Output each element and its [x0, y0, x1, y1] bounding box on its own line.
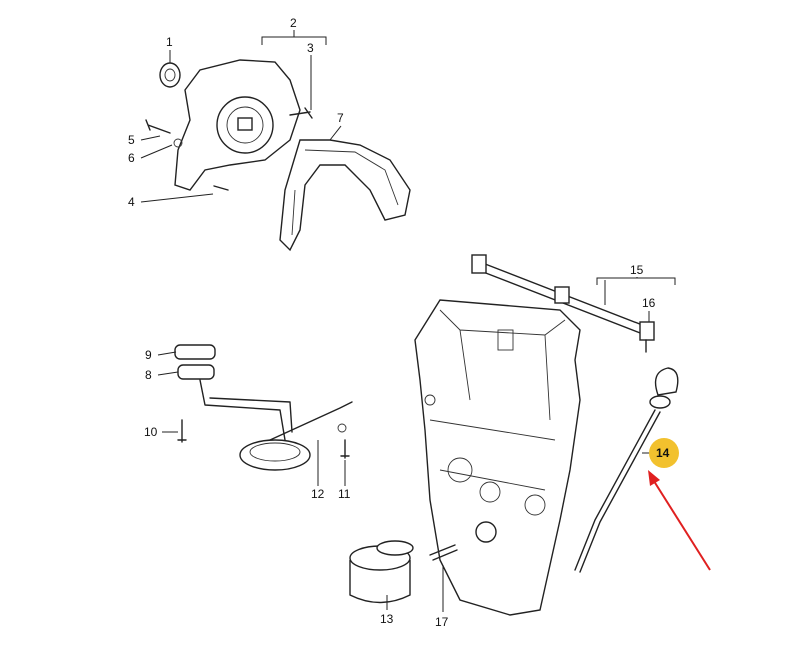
oil-pump-assembly [145, 59, 411, 252]
leader-lines [140, 30, 676, 612]
callout-3: 3 [307, 41, 314, 55]
threaded-stud [429, 544, 458, 561]
dipstick [574, 367, 679, 573]
oil-filter [349, 540, 414, 604]
callout-5: 5 [128, 133, 135, 147]
callout-10: 10 [144, 425, 158, 439]
callout-16: 16 [642, 296, 656, 310]
oil-pickup-assembly [174, 344, 353, 471]
callout-15: 15 [630, 263, 644, 277]
callout-1: 1 [166, 35, 173, 49]
callout-14: 14 [656, 446, 670, 460]
callout-6: 6 [128, 151, 135, 165]
highlight-marker[interactable] [649, 438, 679, 468]
callout-7: 7 [337, 111, 344, 125]
callout-13: 13 [380, 612, 394, 626]
callout-17: 17 [435, 615, 449, 629]
callout-4: 4 [128, 195, 135, 209]
callout-12: 12 [311, 487, 325, 501]
oil-line-assembly [471, 254, 655, 353]
engine-block [414, 299, 581, 616]
callout-2: 2 [290, 16, 297, 30]
callout-9: 9 [145, 348, 152, 362]
red-arrow-icon [648, 470, 711, 571]
callout-8: 8 [145, 368, 152, 382]
callout-11: 11 [338, 487, 351, 501]
